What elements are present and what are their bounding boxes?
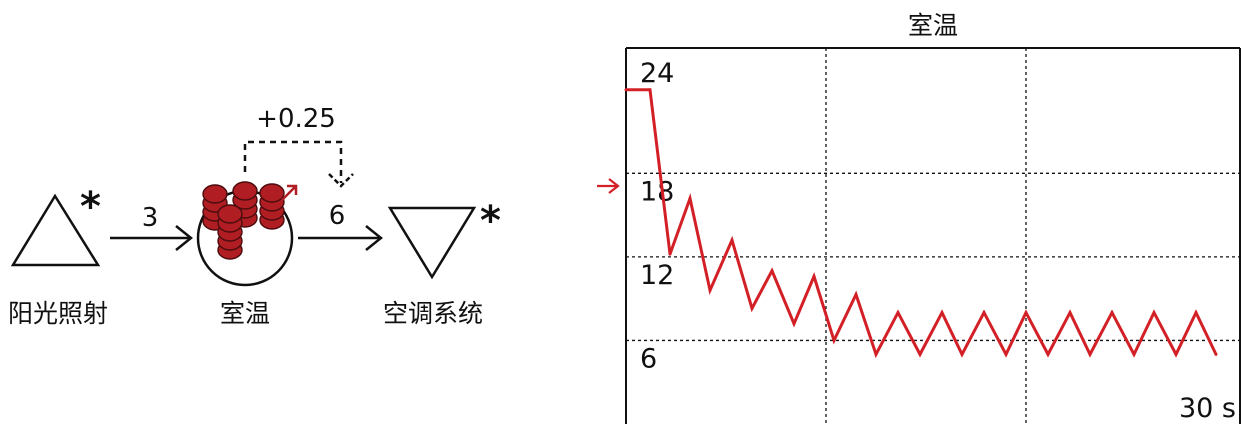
series-point	[731, 239, 734, 242]
inflow-rate-label: 3	[142, 203, 159, 233]
series-point	[669, 253, 672, 256]
series-point	[625, 88, 628, 91]
series-point	[1047, 353, 1050, 356]
series-point	[941, 311, 944, 314]
series-point	[1133, 353, 1136, 356]
room-temp-chart: 室温 24 18 12 6 30 s	[597, 11, 1240, 424]
sink-label: 空调系统	[383, 299, 483, 328]
series-line	[626, 90, 1216, 355]
series-point	[1111, 311, 1114, 314]
series-point	[919, 353, 922, 356]
series-point	[855, 293, 858, 296]
stock-flow-diagram: * 阳光照射 3 室温 +0.25 6 * 空调系统	[8, 104, 501, 328]
stock-unit	[260, 184, 284, 202]
stock-label: 室温	[220, 299, 270, 328]
series-point	[793, 322, 796, 325]
stock-unit	[203, 185, 227, 203]
sink-triangle	[390, 208, 474, 277]
series-point	[1025, 311, 1028, 314]
stock-units	[203, 182, 284, 259]
series-point	[983, 311, 986, 314]
y-tick-label: 6	[640, 343, 657, 374]
y-tick-labels: 24 18 12 6	[640, 58, 674, 374]
series-points	[625, 88, 1218, 356]
sink-marker: *	[480, 198, 501, 244]
series-point	[689, 197, 692, 200]
series-point	[1215, 353, 1218, 356]
source-marker: *	[80, 184, 101, 230]
series-point	[961, 353, 964, 356]
y-tick-label: 24	[640, 58, 674, 89]
chart-grid	[626, 48, 1240, 424]
series-point	[833, 339, 836, 342]
stock-unit	[218, 205, 242, 223]
y-tick-label: 12	[640, 260, 674, 291]
series-point	[875, 353, 878, 356]
y-tick-label: 18	[640, 176, 674, 207]
series-point	[649, 88, 652, 91]
chart-title: 室温	[908, 11, 958, 40]
series-point	[709, 289, 712, 292]
feedback-loop	[245, 142, 341, 183]
series-point	[1089, 353, 1092, 356]
series-point	[1153, 311, 1156, 314]
series-point	[1069, 311, 1072, 314]
series-point	[771, 269, 774, 272]
series-point	[1195, 311, 1198, 314]
current-value-arrow	[597, 179, 618, 193]
stock-unit	[233, 182, 257, 200]
feedback-label: +0.25	[256, 104, 336, 134]
x-end-label: 30 s	[1179, 393, 1236, 424]
source-label: 阳光照射	[8, 299, 108, 328]
series-point	[897, 311, 900, 314]
series-point	[813, 275, 816, 278]
series-point	[1005, 353, 1008, 356]
outflow-rate-label: 6	[329, 201, 346, 231]
series-point	[751, 307, 754, 310]
series-point	[1175, 353, 1178, 356]
